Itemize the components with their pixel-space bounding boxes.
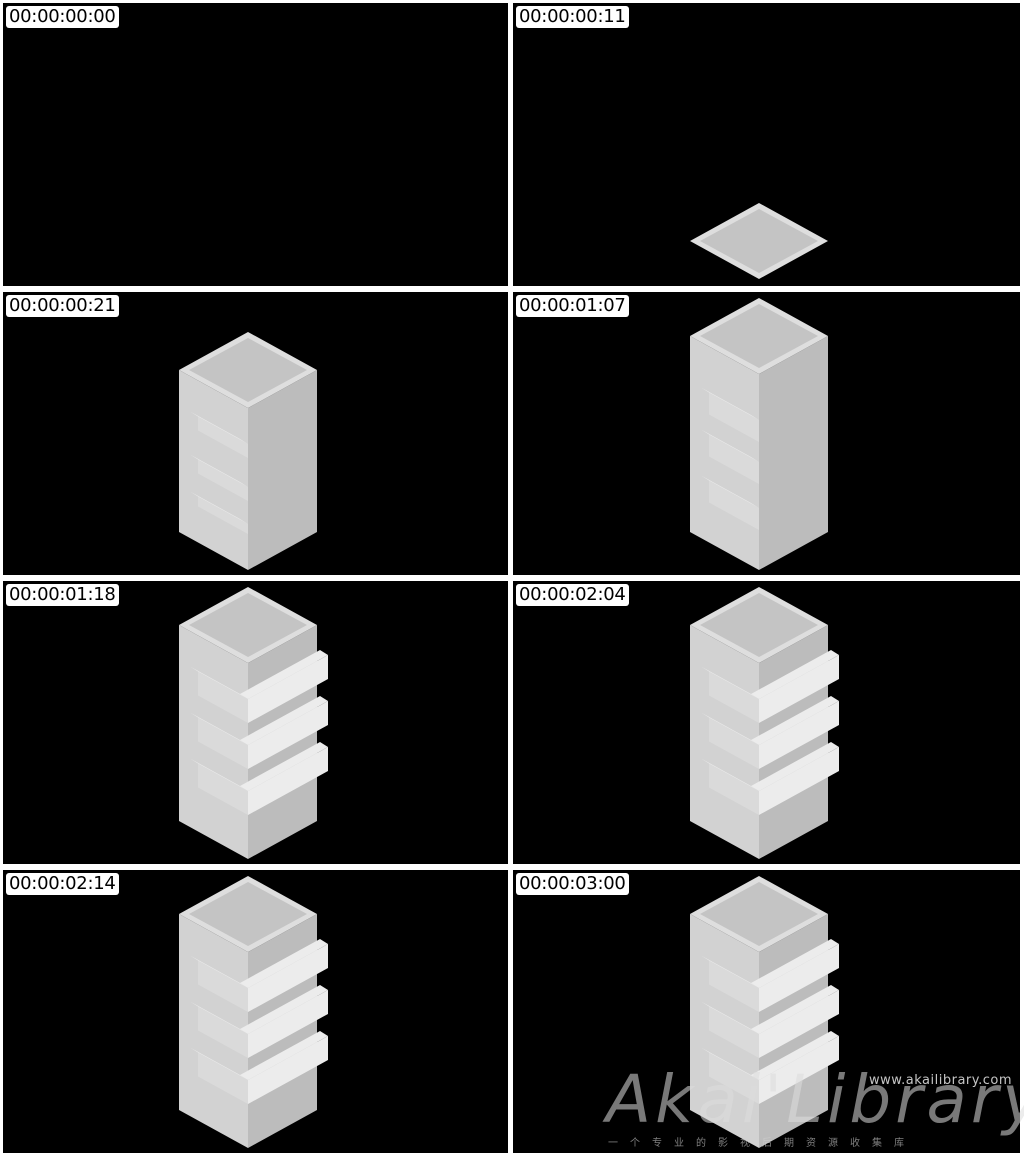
roof-face: [189, 882, 307, 946]
building-illustration: [690, 587, 839, 859]
ledge-front: [709, 480, 759, 530]
ledge-front: [198, 671, 248, 723]
frame-8: 00:00:03:00: [513, 870, 1020, 1153]
ledge-side: [248, 989, 328, 1058]
ledge-side: [759, 989, 839, 1058]
ledge-cap: [701, 712, 759, 745]
ledge-cap: [751, 938, 839, 988]
ledge-front: [198, 717, 248, 769]
ledge-cap: [240, 984, 328, 1034]
ledge-side: [759, 746, 839, 815]
ledge-front: [198, 1052, 248, 1104]
ledge-front: [709, 392, 759, 442]
ledge-cap: [240, 649, 328, 699]
ledge-side: [248, 700, 328, 769]
building-illustration: [3, 3, 508, 286]
ledge-cap: [751, 984, 839, 1034]
ledge-cap: [751, 649, 839, 699]
frame-7: 00:00:02:14: [3, 870, 508, 1153]
timecode-label: 00:00:02:14: [6, 873, 119, 895]
ledge-side: [759, 700, 839, 769]
ledge-cap: [190, 491, 248, 524]
ledge-front: [709, 1052, 759, 1104]
ledge-cap: [190, 955, 248, 988]
roof-face: [189, 338, 307, 402]
ledge-cap: [701, 955, 759, 988]
timecode-label: 00:00:03:00: [516, 873, 629, 895]
ledge-side: [248, 654, 328, 723]
roof-face: [700, 304, 818, 368]
frame-2: 00:00:00:11: [513, 3, 1020, 286]
ledge-cap: [190, 712, 248, 745]
building-illustration: [179, 876, 328, 1148]
frame-5: 00:00:01:18: [3, 581, 508, 864]
ledge-cap: [240, 695, 328, 745]
building-illustration: [690, 298, 828, 570]
timecode-label: 00:00:02:04: [516, 584, 629, 606]
roof-face: [700, 593, 818, 657]
ledge-cap: [701, 1001, 759, 1034]
building-illustration: [690, 203, 828, 279]
timecode-label: 00:00:00:00: [6, 6, 119, 28]
ledge-front: [709, 434, 759, 484]
ledge-side: [248, 943, 328, 1012]
ledge-front: [709, 960, 759, 1012]
ledge-side: [759, 943, 839, 1012]
frame-6: 00:00:02:04: [513, 581, 1020, 864]
ledge-cap: [751, 741, 839, 791]
ledge-front: [198, 416, 248, 458]
ledge-front: [198, 763, 248, 815]
roof-face: [189, 593, 307, 657]
timecode-label: 00:00:01:18: [6, 584, 119, 606]
ledge-cap: [751, 1030, 839, 1080]
building-illustration: [690, 876, 839, 1148]
ledge-cap: [701, 1047, 759, 1080]
ledge-cap: [240, 1030, 328, 1080]
ledge-cap: [190, 411, 248, 444]
right-wall: [248, 370, 317, 570]
right-wall: [759, 336, 828, 570]
ledge-side: [248, 1035, 328, 1104]
ledge-cap: [701, 758, 759, 791]
timecode-label: 00:00:00:11: [516, 6, 629, 28]
ledge-cap: [240, 938, 328, 988]
ledge-front: [198, 496, 248, 534]
ledge-cap: [190, 454, 248, 487]
roof-face: [700, 882, 818, 946]
ledge-side: [248, 746, 328, 815]
ledge-cap: [701, 387, 759, 420]
ledge-cap: [190, 1001, 248, 1034]
ledge-cap: [240, 741, 328, 791]
timecode-label: 00:00:00:21: [6, 295, 119, 317]
ledge-front: [198, 960, 248, 1012]
ledge-cap: [190, 758, 248, 791]
ledge-front: [709, 763, 759, 815]
ledge-cap: [701, 429, 759, 462]
frame-3: 00:00:00:21: [3, 292, 508, 575]
ledge-side: [759, 654, 839, 723]
ledge-front: [709, 1006, 759, 1058]
roof-face: [700, 209, 818, 273]
frame-4: 00:00:01:07: [513, 292, 1020, 575]
ledge-cap: [190, 666, 248, 699]
building-illustration: [179, 587, 328, 859]
ledge-front: [709, 717, 759, 769]
ledge-side: [759, 1035, 839, 1104]
ledge-cap: [751, 695, 839, 745]
frame-1: 00:00:00:00: [3, 3, 508, 286]
ledge-cap: [701, 475, 759, 508]
ledge-front: [198, 459, 248, 501]
ledge-front: [709, 671, 759, 723]
timecode-label: 00:00:01:07: [516, 295, 629, 317]
ledge-cap: [190, 1047, 248, 1080]
building-illustration: [179, 332, 317, 570]
ledge-cap: [701, 666, 759, 699]
ledge-front: [198, 1006, 248, 1058]
